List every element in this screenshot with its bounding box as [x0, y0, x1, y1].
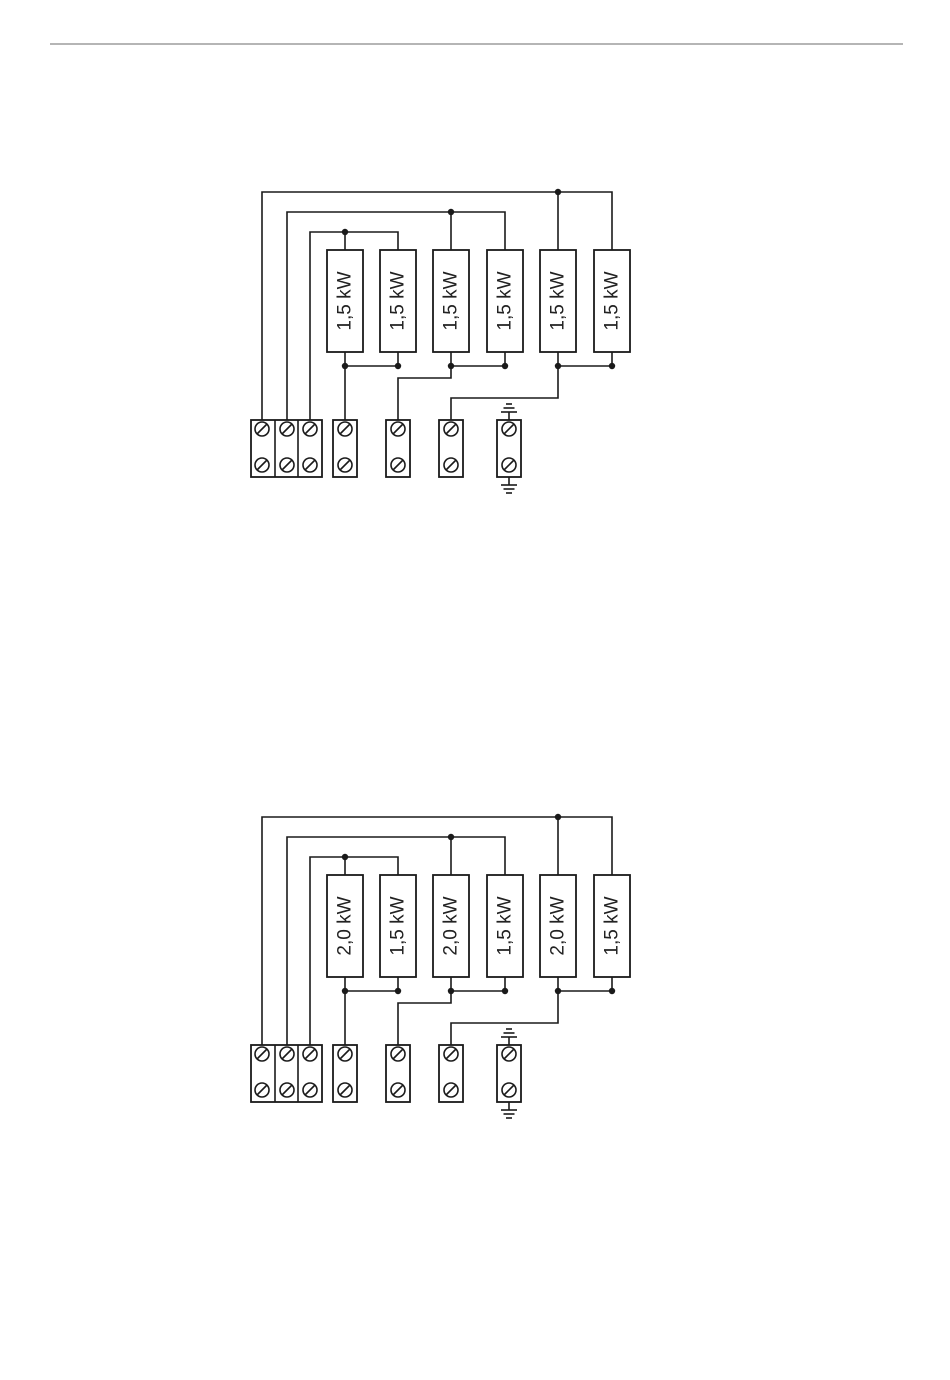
terminal-screw-icon	[391, 1083, 405, 1097]
terminal-screw-icon	[255, 1047, 269, 1061]
heater-label: 1,5 kW	[495, 271, 516, 330]
wire	[398, 366, 451, 420]
ground-icon	[501, 1102, 517, 1118]
heater-element: 2,0 kW	[540, 875, 576, 977]
wire	[398, 991, 451, 1045]
wiring-diagram-1: 1,5 kW 1,5 kW 1,5 kW 1,5 kW 1,5 kW 1,5 kW	[0, 180, 950, 520]
wire	[451, 977, 505, 991]
terminal-block	[251, 420, 521, 477]
wire	[345, 977, 398, 991]
heater-element: 1,5 kW	[380, 875, 416, 977]
heater-element: 2,0 kW	[327, 875, 363, 977]
terminal-screw-icon	[303, 1083, 317, 1097]
ground-icon	[501, 1029, 517, 1045]
terminal-screw-icon	[391, 422, 405, 436]
terminal-screw-icon	[502, 1047, 516, 1061]
terminal-screw-icon	[444, 1047, 458, 1061]
junction-dot	[502, 363, 508, 369]
terminal-screw-icon	[338, 422, 352, 436]
heater-label: 2,0 kW	[335, 896, 356, 955]
heater-element: 1,5 kW	[433, 250, 469, 352]
junction-dot	[448, 209, 454, 215]
heater-element: 1,5 kW	[594, 875, 630, 977]
terminal-screw-icon	[255, 1083, 269, 1097]
heater-label: 1,5 kW	[548, 271, 569, 330]
diagram-body: 1,5 kW 1,5 kW 1,5 kW 1,5 kW 1,5 kW 1,5 kW	[251, 189, 630, 493]
heater-label: 2,0 kW	[548, 896, 569, 955]
junction-dot	[448, 834, 454, 840]
wire	[558, 977, 612, 991]
heater-element: 1,5 kW	[380, 250, 416, 352]
terminal-screw-icon	[255, 458, 269, 472]
heater-label: 1,5 kW	[441, 271, 462, 330]
terminal-screw-icon	[391, 458, 405, 472]
heater-element: 1,5 kW	[487, 875, 523, 977]
junction-dot	[342, 229, 348, 235]
heater-element: 1,5 kW	[540, 250, 576, 352]
junction-dot	[395, 363, 401, 369]
terminal-screw-icon	[280, 458, 294, 472]
junction-dot	[609, 363, 615, 369]
terminal-screw-icon	[280, 1047, 294, 1061]
wire	[451, 352, 505, 366]
junction-dot	[555, 814, 561, 820]
heater-element: 1,5 kW	[487, 250, 523, 352]
terminal-screw-icon	[444, 1083, 458, 1097]
terminal-screw-icon	[280, 422, 294, 436]
terminal-screw-icon	[391, 1047, 405, 1061]
wire	[345, 352, 398, 366]
junction-dot	[502, 988, 508, 994]
terminal-screw-icon	[444, 422, 458, 436]
heater-label: 1,5 kW	[602, 271, 623, 330]
terminal-screw-icon	[303, 422, 317, 436]
heater-label: 1,5 kW	[388, 896, 409, 955]
junction-dot	[395, 988, 401, 994]
heater-element: 1,5 kW	[594, 250, 630, 352]
terminal-block	[251, 1045, 521, 1102]
junction-dot	[555, 189, 561, 195]
junction-dot	[609, 988, 615, 994]
terminal-screw-icon	[502, 422, 516, 436]
terminal-screw-icon	[444, 458, 458, 472]
heater-label: 1,5 kW	[495, 896, 516, 955]
terminal-screw-icon	[338, 1047, 352, 1061]
wire	[558, 352, 612, 366]
heater-label: 1,5 kW	[602, 896, 623, 955]
heater-label: 2,0 kW	[441, 896, 462, 955]
terminal-screw-icon	[303, 458, 317, 472]
terminal-screw-icon	[338, 458, 352, 472]
terminal-screw-icon	[502, 1083, 516, 1097]
wiring-diagram-2: 2,0 kW 1,5 kW 2,0 kW 1,5 kW 2,0 kW 1,5 kW	[0, 805, 950, 1145]
terminal-screw-icon	[303, 1047, 317, 1061]
terminal-screw-icon	[338, 1083, 352, 1097]
terminal-screw-icon	[255, 422, 269, 436]
junction-dot	[342, 854, 348, 860]
heater-label: 1,5 kW	[335, 271, 356, 330]
heater-element: 1,5 kW	[327, 250, 363, 352]
diagram-body: 2,0 kW 1,5 kW 2,0 kW 1,5 kW 2,0 kW 1,5 kW	[251, 814, 630, 1118]
terminal-screw-icon	[502, 458, 516, 472]
heater-element: 2,0 kW	[433, 875, 469, 977]
terminal-screw-icon	[280, 1083, 294, 1097]
ground-icon	[501, 477, 517, 493]
header-rule	[50, 43, 903, 45]
heater-label: 1,5 kW	[388, 271, 409, 330]
ground-icon	[501, 404, 517, 420]
